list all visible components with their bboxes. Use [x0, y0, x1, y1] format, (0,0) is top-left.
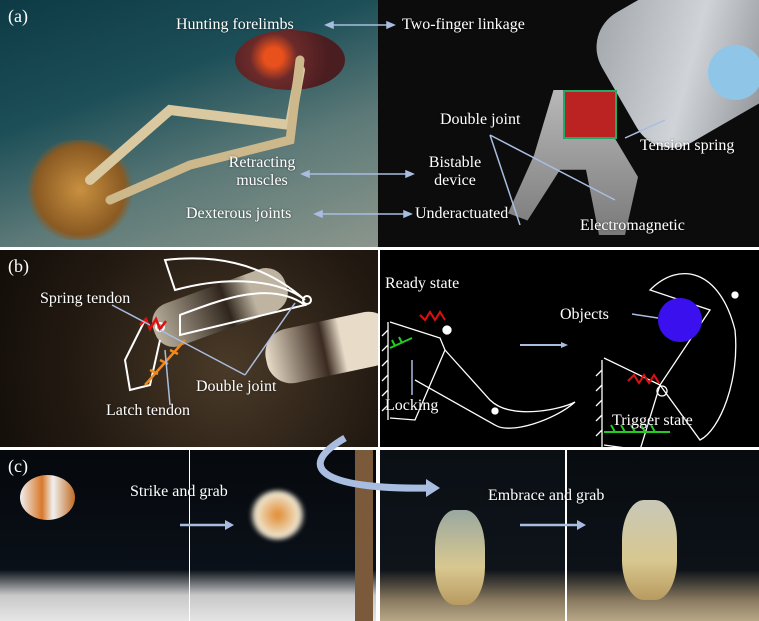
objects-pointer: [631, 313, 659, 319]
shrimp-image-c4: [622, 500, 677, 600]
label-locking: Locking: [385, 397, 439, 414]
label-dexterous-joints: Dexterous joints: [186, 205, 292, 222]
label-trigger-state: Trigger state: [612, 412, 693, 429]
pointer-lines-a: [489, 119, 666, 226]
trigger-spring-mark: [627, 373, 660, 385]
panel-label-a: (a): [8, 6, 28, 26]
label-retracting: Retracting: [228, 154, 296, 171]
label-muscles: muscles: [236, 172, 288, 189]
ready-spring-mark: [419, 310, 446, 322]
ready-locking-mark: [389, 336, 413, 349]
strike-frame-1: [0, 450, 189, 621]
curved-transition-arrow: [316, 434, 431, 492]
fish-image-c1: [20, 475, 75, 520]
label-double-joint: Double joint: [440, 111, 521, 128]
pointer-lines-b: [111, 302, 296, 406]
arrowheads-forelimbs: [324, 20, 396, 30]
label-latch-tendon: Latch tendon: [106, 402, 190, 419]
spring-tendon-mark: [139, 316, 167, 332]
latch-tendon-mark: [144, 339, 186, 386]
embrace-frame-2: [567, 450, 759, 621]
mechanism-diagram-background: [380, 250, 759, 447]
embrace-frame-1: [380, 450, 565, 621]
panel-label-c: (c): [8, 456, 28, 476]
label-double-joint-b: Double joint: [196, 378, 277, 395]
label-underactuated: Underactuated: [415, 205, 509, 222]
label-hunting-forelimbs: Hunting forelimbs: [176, 16, 294, 33]
trigger-state-diagram: [595, 273, 739, 451]
arm-cap-image: [708, 45, 759, 100]
wooden-stick-image: [355, 450, 373, 621]
fish-image-c2: [250, 490, 305, 540]
mantis-shrimp-photo: [0, 250, 378, 447]
object-ball: [658, 298, 702, 342]
shrimp-image-c3: [435, 510, 485, 605]
label-spring-tendon: Spring tendon: [40, 290, 131, 307]
arrow-group-a: [300, 20, 666, 226]
label-ready-state: Ready state: [385, 275, 460, 292]
label-retracting-muscles: Retracting muscles: [222, 154, 302, 190]
arrowheads-joints: [313, 209, 413, 219]
panel-label-b: (b): [8, 256, 29, 276]
label-strike-and-grab: Strike and grab: [130, 483, 228, 500]
arrowheads-muscles: [300, 169, 415, 179]
robot-gripper-photo: [378, 0, 759, 247]
circuit-board-image: [563, 90, 617, 139]
label-objects: Objects: [560, 306, 609, 323]
shrimp-outline: [123, 257, 312, 392]
label-bistable-device: Bistable device: [420, 154, 490, 190]
label-bistable: Bistable: [428, 154, 482, 171]
crab-hunting-photo: [0, 0, 378, 247]
trigger-locking-mark: [604, 424, 670, 433]
ready-state-diagram: [381, 321, 576, 429]
label-two-finger-linkage: Two-finger linkage: [402, 16, 525, 33]
label-device: device: [434, 172, 476, 189]
label-electromagnetic: Electromagnetic: [580, 217, 685, 234]
label-embrace-and-grab: Embrace and grab: [488, 487, 605, 504]
label-tension-spring: Tension spring: [640, 137, 735, 154]
fish-image: [235, 30, 345, 90]
crab-forelimbs-image: [85, 55, 305, 205]
